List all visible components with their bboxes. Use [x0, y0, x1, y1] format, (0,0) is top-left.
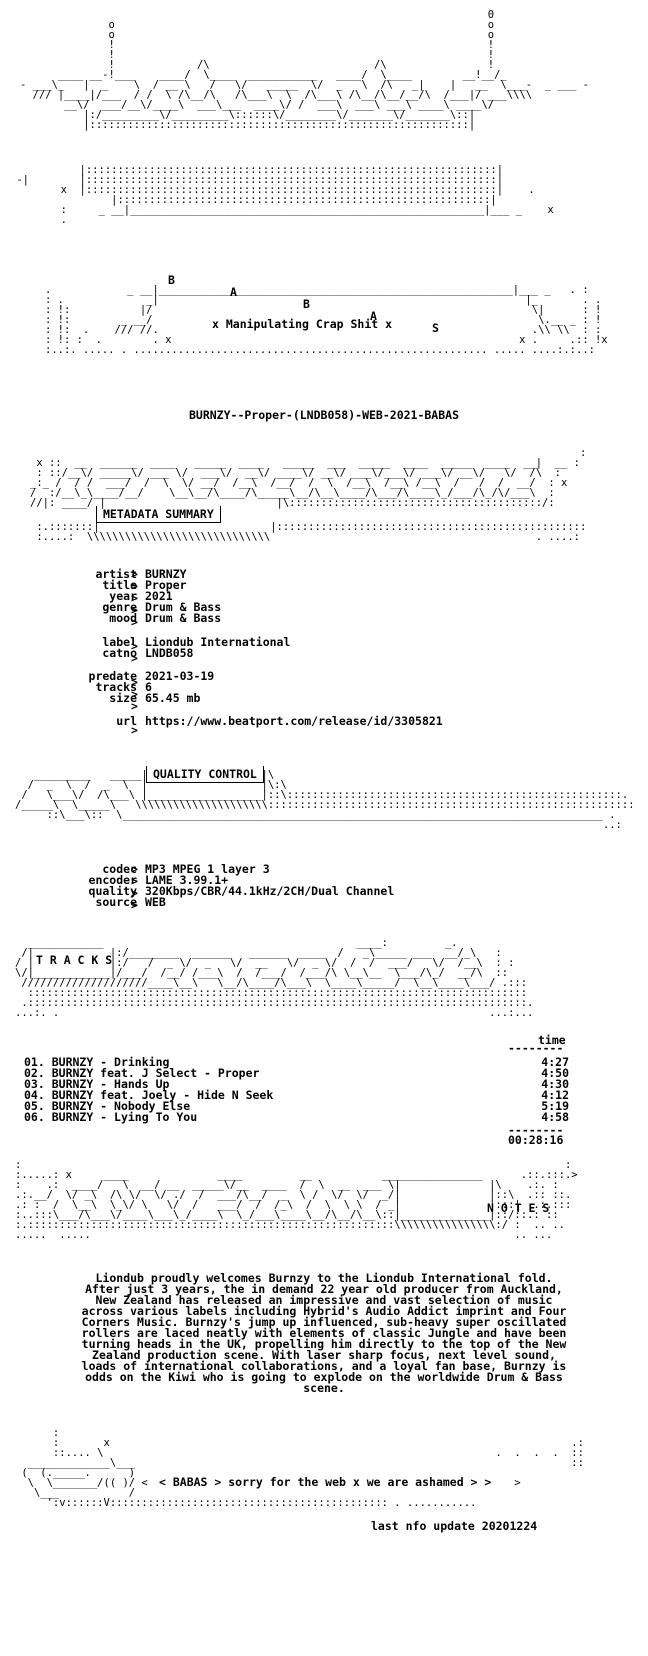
notes-line: Zealand production scene. With laser sha…: [92, 1348, 556, 1362]
header-lower-art: . _ __|_________________________________…: [45, 284, 608, 356]
metadata-value: Drum & Bass: [145, 600, 222, 614]
metadata-row: catno: [102, 646, 137, 660]
tracks-section-art: ____________ ____: _. /| |:/________ ___…: [15, 937, 534, 1019]
quality-row: codec: [102, 862, 137, 876]
quality-section-art: _________ _____| |\ / _ \ / _ \ | |\:\ /…: [15, 769, 635, 831]
notes-line: turning heads in the UK, propelling him …: [81, 1337, 567, 1351]
track-duration: 5:19: [541, 1099, 569, 1113]
metadata-value: 2021: [145, 589, 173, 603]
notes-line: Corners Music. Burnzy's jump up influenc…: [81, 1315, 567, 1329]
track-title: BURNZY - Drinking: [51, 1055, 170, 1069]
track-number: 06.: [24, 1110, 45, 1124]
track-duration: 4:12: [541, 1088, 569, 1102]
metadata-row: label: [102, 635, 137, 649]
track-number: 01.: [24, 1055, 45, 1069]
track-title: BURNZY feat. Joely - Hide N Seek: [51, 1088, 274, 1102]
track-title: BURNZY - Hands Up: [51, 1077, 170, 1091]
letter-2: A: [230, 285, 237, 299]
metadata-value: 2021-03-19: [145, 669, 215, 683]
track-title: BURNZY feat. J Select - Proper: [51, 1066, 260, 1080]
quality-row: quality: [88, 884, 137, 898]
metadata-row: title: [102, 578, 137, 592]
metadata-row: size: [109, 691, 137, 705]
quality-value: LAME 3.99.1+: [145, 873, 229, 887]
metadata-value: Liondub International: [145, 635, 291, 649]
metadata-row: url: [116, 714, 137, 728]
quality-sep: > > > >: [131, 862, 138, 912]
metadata-value: Drum & Bass: [145, 611, 222, 625]
letter-5: S: [432, 321, 439, 335]
letter-3: B: [303, 297, 310, 311]
quality-row: source: [95, 895, 137, 909]
metadata-row: artist: [95, 567, 137, 581]
tracklist-divider-bottom: --------: [508, 1123, 564, 1137]
letter-4: A: [370, 309, 377, 323]
quality-value: WEB: [145, 895, 166, 909]
metadata-row: genre: [102, 600, 137, 614]
track-row: 02. BURNZY feat. J Select - Proper: [24, 1067, 259, 1079]
metadata-value: LNDB058: [145, 646, 194, 660]
notes-line: Liondub proudly welcomes Burnzy to the L…: [95, 1271, 553, 1285]
track-row: 06. BURNZY - Lying To You: [24, 1111, 197, 1123]
metadata-section-underline: :.:::::::| |::::::::::::::::::::::::::::…: [36, 521, 587, 543]
tracklist-total: 00:28:16: [508, 1133, 564, 1147]
header-frame-art: |:::::::::::::::::::::::::::::::::::::::…: [16, 164, 554, 226]
track-number: 02.: [24, 1066, 45, 1080]
footer-update: last nfo update 20201224: [371, 1519, 538, 1533]
letter-1: B: [168, 273, 175, 287]
track-title: BURNZY - Lying To You: [51, 1110, 198, 1124]
header-tagline: x Manipulating Crap Shit x: [212, 317, 393, 331]
metadata-value: 65.45 mb: [145, 691, 201, 705]
notes-section-art: : : :.....: x ____ ____ __ _____________…: [15, 1159, 578, 1241]
footer-ascii-art: : : x .: ::.... \ . . . . :: ___________…: [21, 1427, 584, 1509]
metadata-row: year: [109, 589, 137, 603]
notes-line: New Zealand has released an impressive a…: [95, 1293, 553, 1307]
metadata-value: Proper: [145, 578, 187, 592]
footer-message: < BABAS > sorry for the web x we are ash…: [159, 1475, 492, 1489]
release-name: BURNZY--Proper-(LNDB058)-WEB-2021-BABAS: [188, 408, 460, 422]
track-number: 04.: [24, 1088, 45, 1102]
tracklist-divider: --------: [508, 1041, 564, 1055]
track-row: 04. BURNZY feat. Joely - Hide N Seek: [24, 1089, 273, 1101]
quality-value: MP3 MPEG 1 layer 3: [145, 862, 270, 876]
notes-line: odds on the Kiwi who is going to explode…: [85, 1370, 563, 1384]
track-duration: 4:50: [541, 1066, 569, 1080]
notes-line: scene.: [303, 1381, 345, 1395]
metadata-section-title: METADATA SUMMARY: [96, 506, 221, 523]
metadata-row: tracks: [95, 680, 137, 694]
track-duration: 4:30: [541, 1077, 569, 1091]
header-ascii-art: 0 o o o o !: [20, 9, 589, 131]
tracks-section-title: T R A C K S: [36, 953, 113, 967]
track-row: 05. BURNZY - Nobody Else: [24, 1100, 190, 1112]
metadata-value: BURNZY: [145, 567, 187, 581]
track-title: BURNZY - Nobody Else: [51, 1099, 191, 1113]
track-number: 05.: [24, 1099, 45, 1113]
babas-letters: B A B A S: [0, 262, 648, 346]
metadata-url[interactable]: https://www.beatport.com/release/id/3305…: [145, 714, 443, 728]
metadata-section-art: : x :: __ ______ ____ _____ ____ _____ _…: [30, 447, 587, 509]
track-duration: 4:27: [541, 1055, 569, 1069]
notes-line: across various labels including Hybrid's…: [81, 1304, 567, 1318]
track-row: 01. BURNZY - Drinking: [24, 1056, 169, 1068]
metadata-value: 6: [145, 680, 152, 694]
notes-section-title: N O T E S: [487, 1201, 550, 1215]
quality-value: 320Kbps/CBR/44.1kHz/2CH/Dual Channel: [145, 884, 395, 898]
quality-section-title: QUALITY CONTROL: [146, 766, 264, 783]
metadata-row: predate: [88, 669, 137, 683]
tracklist-time-header: time: [538, 1033, 566, 1047]
track-row: 03. BURNZY - Hands Up: [24, 1078, 169, 1090]
metadata-row: mood: [109, 611, 137, 625]
notes-line: rollers are laced neatly with elements o…: [81, 1326, 567, 1340]
track-number: 03.: [24, 1077, 45, 1091]
notes-line: loads of international collaborations, a…: [81, 1359, 567, 1373]
metadata-sep: > > > > > > > > > > >: [131, 567, 138, 737]
quality-row: encoder: [88, 873, 137, 887]
notes-line: After just 3 years, the in demand 22 yea…: [85, 1282, 563, 1296]
track-duration: 4:58: [541, 1110, 569, 1124]
